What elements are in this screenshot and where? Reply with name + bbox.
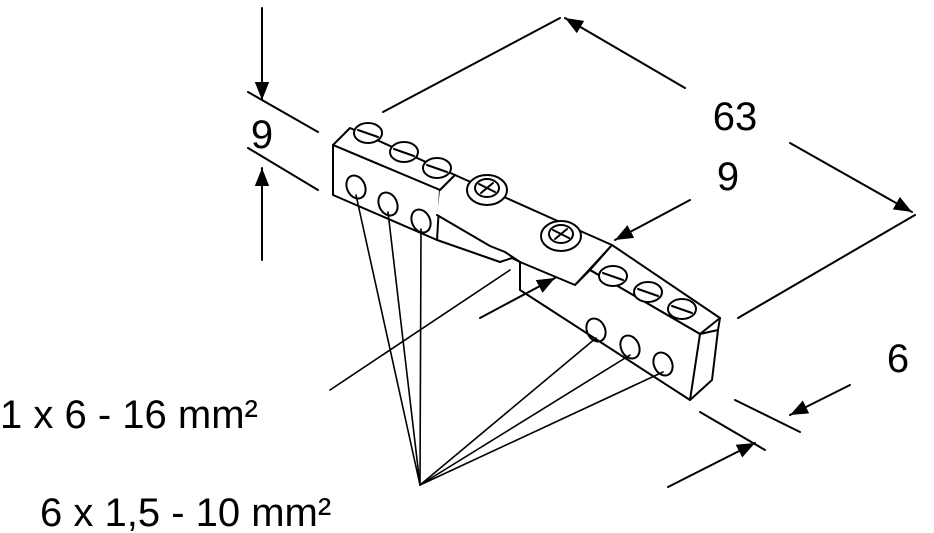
dimension-length-label: 63 <box>713 95 758 139</box>
dimension-depth-label: 6 <box>887 337 909 381</box>
holes-left <box>345 174 432 234</box>
slotted-screws-left <box>353 122 452 179</box>
holes-right <box>585 317 674 377</box>
dimension-height-label: 9 <box>251 113 273 157</box>
dimension-strip-width-label: 9 <box>717 155 739 199</box>
dimension-depth <box>667 384 851 488</box>
slotted-screws-right <box>598 265 697 320</box>
small-terminals-label: 6 x 1,5 - 10 mm² <box>40 491 331 533</box>
dimension-strip-width <box>479 199 691 319</box>
dimension-height <box>247 7 319 261</box>
dimension-length <box>382 17 916 319</box>
terminal-bar <box>332 127 721 401</box>
cross-screws <box>466 174 582 252</box>
leader-small-terminals <box>355 194 664 486</box>
main-terminal-label: 1 x 6 - 16 mm² <box>0 393 258 437</box>
